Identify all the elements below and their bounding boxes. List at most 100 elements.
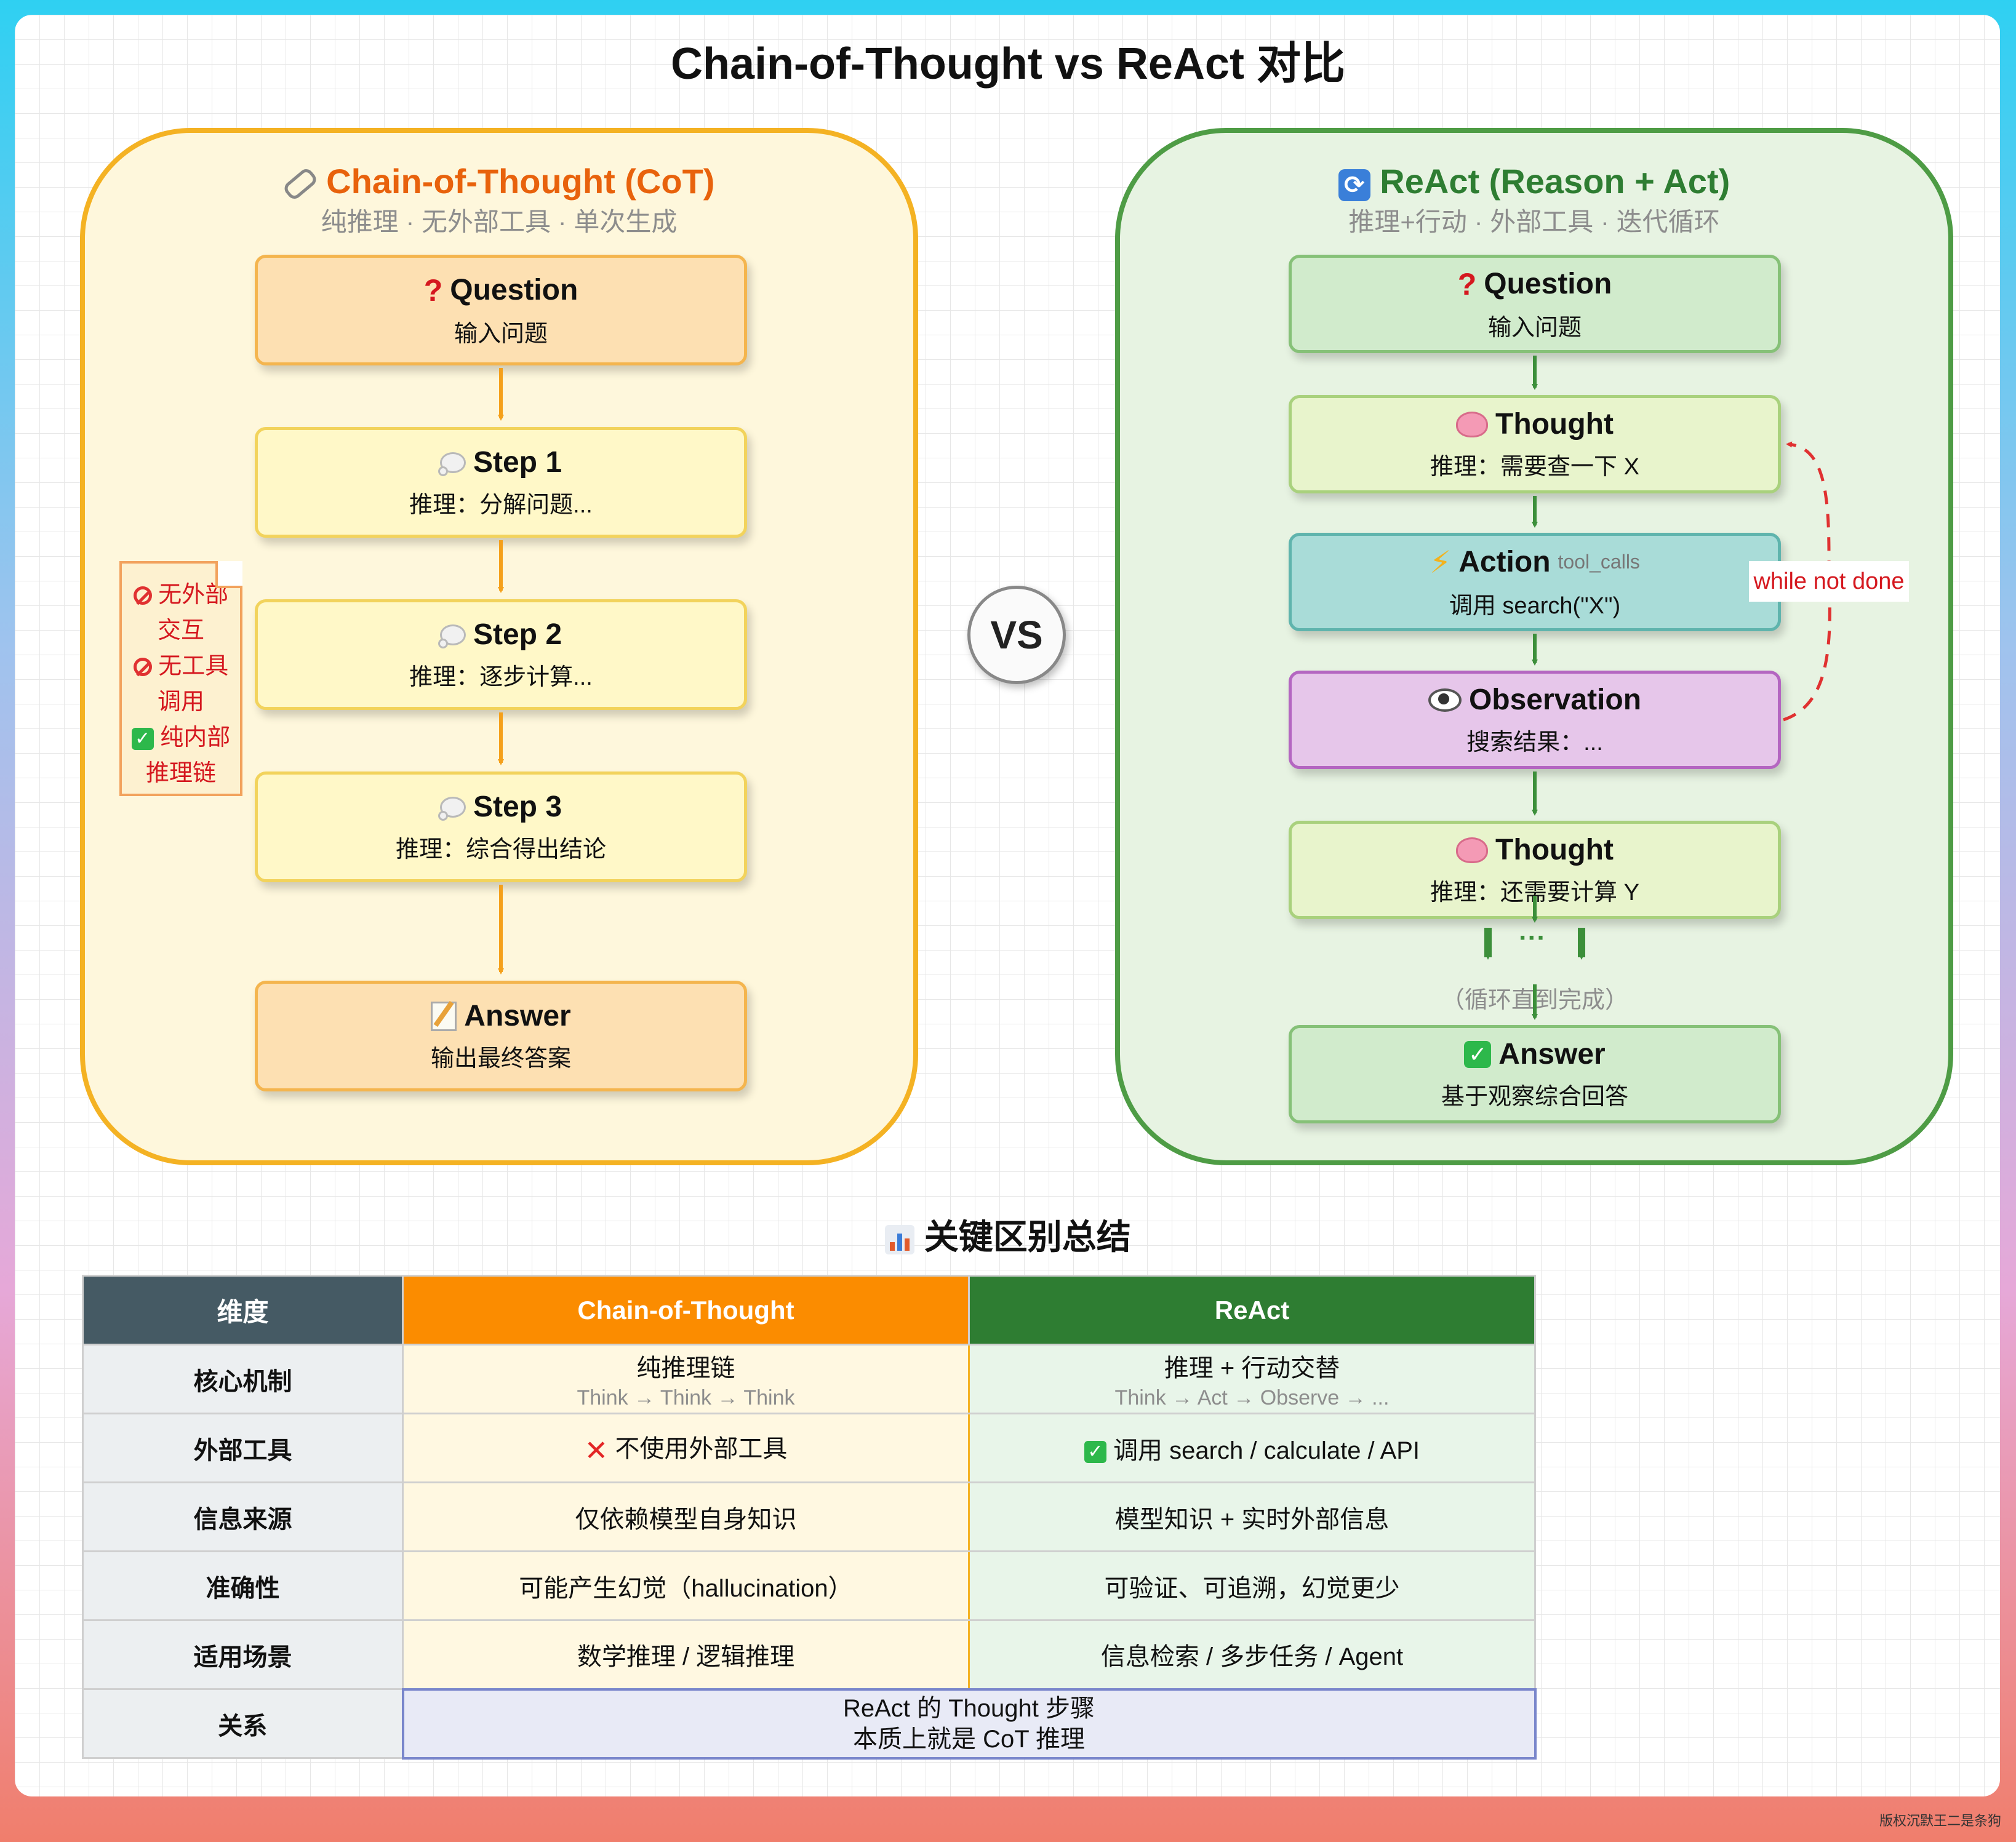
note-line: 无工具 [158,653,229,679]
react-subtitle: 推理+行动 · 外部工具 · 迭代循环 [1348,207,1720,236]
react-thought-node-2: Thought 推理：还需要计算 Y [1289,821,1781,919]
table-header-row: 维度 Chain-of-Thought ReAct [82,1275,1536,1346]
prohibited-icon [133,586,152,605]
node-subtitle: 输入问题 [1487,314,1582,341]
node-title: Action [1458,546,1551,578]
thought-bubble-icon [438,796,466,821]
link-icon [281,166,319,202]
cot-step-1-node: Step 1 推理：分解问题... [255,427,747,538]
node-subtitle: 推理：分解问题... [409,492,593,518]
bar-chart-icon [885,1225,915,1255]
cot-subtitle: 纯推理 · 无外部工具 · 单次生成 [321,207,678,236]
table-row-relation: 关系 ReAct 的 Thought 步骤 本质上就是 CoT 推理 [82,1688,1537,1760]
node-title: Observation [1468,684,1642,716]
node-subtitle: 搜索结果：... [1466,730,1603,756]
dimension-cell: 核心机制 [82,1344,404,1414]
dimension-cell: 关系 [82,1688,404,1759]
react-question-node: ?Question 输入问题 [1289,255,1781,353]
eye-icon [1428,688,1462,712]
node-subtitle: 基于观察综合回答 [1441,1084,1628,1110]
tool-calls-tag: tool_calls [1558,551,1640,573]
dimension-cell: 准确性 [82,1550,404,1621]
relation-cell: ReAct 的 Thought 步骤 本质上就是 CoT 推理 [401,1688,1537,1760]
cell-text: 纯推理链 [636,1355,735,1382]
node-subtitle: 推理：需要查一下 X [1430,454,1639,480]
cycle-icon: ⟳ [1338,169,1370,201]
cell-text: 不使用外部工具 [615,1435,788,1463]
brain-icon [1456,837,1489,863]
node-subtitle: 调用 search("X") [1449,592,1621,619]
ellipsis: ··· [1519,923,1546,953]
header-cot: Chain-of-Thought [402,1275,970,1346]
dimension-cell: 信息来源 [82,1481,404,1552]
node-subtitle: 推理：逐步计算... [409,664,593,690]
cell-text: 本质上就是 CoT 推理 [852,1725,1086,1753]
check-icon: ✓ [1464,1040,1492,1068]
cot-step-2-node: Step 2 推理：逐步计算... [255,599,747,710]
node-title: Thought [1495,408,1614,441]
node-title: Step 2 [473,618,562,651]
dimension-cell: 外部工具 [82,1413,404,1483]
cot-answer-node: Answer 输出最终答案 [255,981,747,1091]
cell-subtext: Think → Act → Observe → ... [1114,1386,1390,1409]
table-row: 准确性 可能产生幻觉（hallucination） 可验证、可追溯，幻觉更少 [82,1550,1536,1621]
lightning-icon: ⚡ [1430,544,1452,580]
check-icon: ✓ [131,727,154,750]
note-line: 调用 [157,689,204,715]
table-row: 核心机制 纯推理链 Think → Think → Think 推理 + 行动交… [82,1344,1536,1414]
node-title: Question [1484,268,1612,300]
table-row: 外部工具 ✕ 不使用外部工具 ✓ 调用 search / calculate /… [82,1413,1536,1483]
node-title: Thought [1495,834,1614,866]
node-title: Step 1 [473,446,562,479]
dimension-cell: 适用场景 [82,1619,404,1690]
cross-icon: ✕ [584,1434,609,1467]
cot-note: 无外部 交互 无工具 调用 ✓ 纯内部 推理链 [119,561,242,796]
cell-text: ReAct 的 Thought 步骤 [842,1694,1095,1722]
loop-label: while not done [1749,561,1909,602]
cell-subtext: Think → Think → Think [577,1386,795,1409]
question-icon: ? [423,273,443,308]
cot-step-3-node: Step 3 推理：综合得出结论 [255,771,747,882]
node-title: Question [450,274,578,306]
vs-badge: VS [967,586,1066,684]
react-action-node: ⚡Action tool_calls 调用 search("X") [1289,533,1781,631]
cot-cell: 纯推理链 Think → Think → Think [402,1344,970,1414]
question-icon: ? [1457,266,1477,301]
cot-cell: 数学推理 / 逻辑推理 [402,1619,970,1690]
node-subtitle: 推理：还需要计算 Y [1430,880,1639,906]
cot-panel-header: Chain-of-Thought (CoT) 纯推理 · 无外部工具 · 单次生… [80,161,918,239]
note-line: 纯内部 [160,725,231,751]
node-subtitle: 输入问题 [454,321,548,347]
cot-question-node: ?Question 输入问题 [255,255,747,365]
page-title: Chain-of-Thought vs ReAct 对比 [671,39,1345,89]
note-fold [215,561,242,588]
cot-cell: ✕ 不使用外部工具 [402,1413,970,1483]
summary-title: 关键区别总结 [0,1210,2016,1259]
react-thought-node-1: Thought 推理：需要查一下 X [1289,395,1781,493]
prohibited-icon [133,658,152,676]
brain-icon [1456,411,1489,437]
header-dimension: 维度 [82,1275,404,1346]
react-cell: 模型知识 + 实时外部信息 [968,1481,1536,1552]
table-row: 信息来源 仅依赖模型自身知识 模型知识 + 实时外部信息 [82,1481,1536,1552]
node-title: Answer [464,1000,571,1032]
cot-cell: 可能产生幻觉（hallucination） [402,1550,970,1621]
react-cell: 可验证、可追溯，幻觉更少 [968,1550,1536,1621]
node-subtitle: 输出最终答案 [430,1046,571,1072]
node-title: Answer [1498,1038,1606,1071]
memo-icon [431,1001,457,1031]
cot-cell: 仅依赖模型自身知识 [402,1481,970,1552]
node-title: Step 3 [473,791,562,823]
react-answer-node: ✓Answer 基于观察综合回答 [1289,1025,1781,1123]
react-cell: 推理 + 行动交替 Think → Act → Observe → ... [968,1344,1536,1414]
react-cell: ✓ 调用 search / calculate / API [968,1413,1536,1483]
node-subtitle: 推理：综合得出结论 [395,837,606,863]
watermark: 版权沉默王二是条狗 [1879,1813,2001,1828]
react-title: ReAct (Reason + Act) [1380,162,1730,201]
loop-note: （循环直到完成） [1441,987,1628,1013]
react-observation-node: Observation 搜索结果：... [1289,671,1781,769]
table-row: 适用场景 数学推理 / 逻辑推理 信息检索 / 多步任务 / Agent [82,1619,1536,1690]
note-line: 交互 [157,618,204,644]
cell-text: 调用 search / calculate / API [1113,1437,1420,1464]
cell-text: 推理 + 行动交替 [1164,1355,1340,1382]
